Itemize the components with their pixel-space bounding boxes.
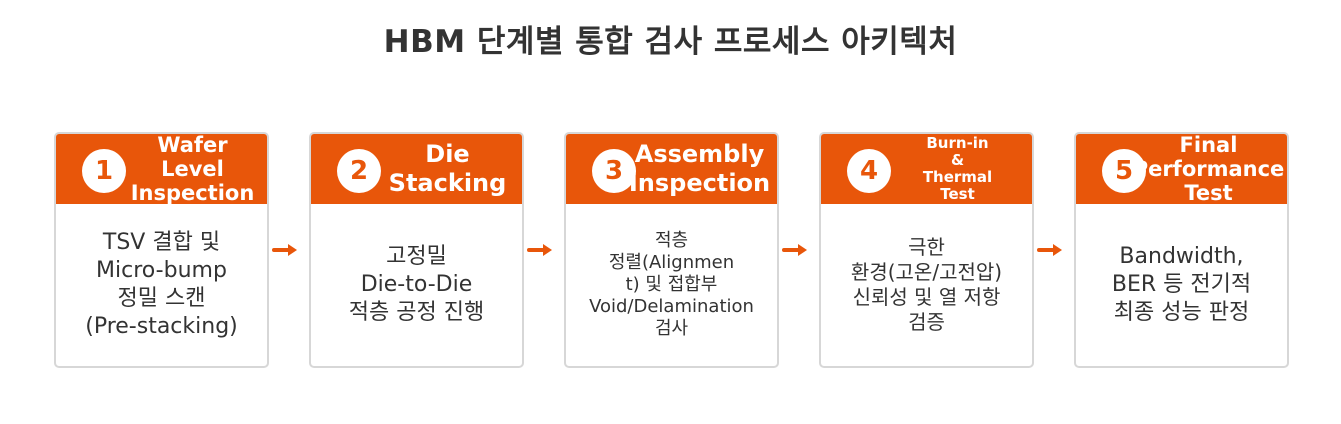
step-3-card: 3 Assembly Inspection 적층 정렬(Alignmen t) … xyxy=(564,132,779,368)
step-1-number-badge: 1 xyxy=(82,149,126,193)
step-2-title: Die Stacking xyxy=(388,140,507,197)
diagram-title: HBM 단계별 통합 검사 프로세스 아키텍처 xyxy=(383,24,958,60)
step-5-header: 5 Final Performance Test xyxy=(1076,134,1287,204)
step-2-card: 2 Die Stacking 고정밀 Die-to-Die 적층 공정 진행 xyxy=(309,132,524,368)
step-5-card: 5 Final Performance Test Bandwidth, BER … xyxy=(1074,132,1289,368)
step-4-card: 4 Burn-in & Thermal Test 극한 환경(고온/고전압) 신… xyxy=(819,132,1034,368)
step-4-description: 극한 환경(고온/고전압) 신뢰성 및 열 저항 검증 xyxy=(850,235,1003,334)
arrow-right-icon xyxy=(782,244,807,256)
step-5-number-badge: 5 xyxy=(1102,149,1146,193)
step-4-header: 4 Burn-in & Thermal Test xyxy=(821,134,1032,204)
step-2-header: 2 Die Stacking xyxy=(311,134,522,204)
step-5-title: Final Performance Test xyxy=(1132,134,1285,204)
step-3-number-badge: 3 xyxy=(592,149,636,193)
step-4-number-badge: 4 xyxy=(847,149,891,193)
step-3-title: Assembly Inspection xyxy=(628,140,771,197)
step-1-header: 1 Wafer Level Inspection xyxy=(56,134,267,204)
step-4-title: Burn-in & Thermal Test xyxy=(922,134,993,203)
step-1-description: TSV 결합 및 Micro-bump 정밀 스캔 (Pre-stacking) xyxy=(85,229,238,340)
arrow-right-icon xyxy=(272,244,297,256)
step-3-description: 적층 정렬(Alignmen t) 및 접합부 Void/Delaminatio… xyxy=(589,230,754,339)
arrow-right-icon xyxy=(527,244,552,256)
step-2-number-badge: 2 xyxy=(337,149,381,193)
step-5-description: Bandwidth, BER 등 전기적 최종 성능 판정 xyxy=(1111,243,1252,326)
step-2-description: 고정밀 Die-to-Die 적층 공정 진행 xyxy=(348,243,485,326)
step-1-title: Wafer Level Inspection xyxy=(130,134,255,204)
step-1-card: 1 Wafer Level Inspection TSV 결합 및 Micro-… xyxy=(54,132,269,368)
arrow-right-icon xyxy=(1037,244,1062,256)
step-3-header: 3 Assembly Inspection xyxy=(566,134,777,204)
